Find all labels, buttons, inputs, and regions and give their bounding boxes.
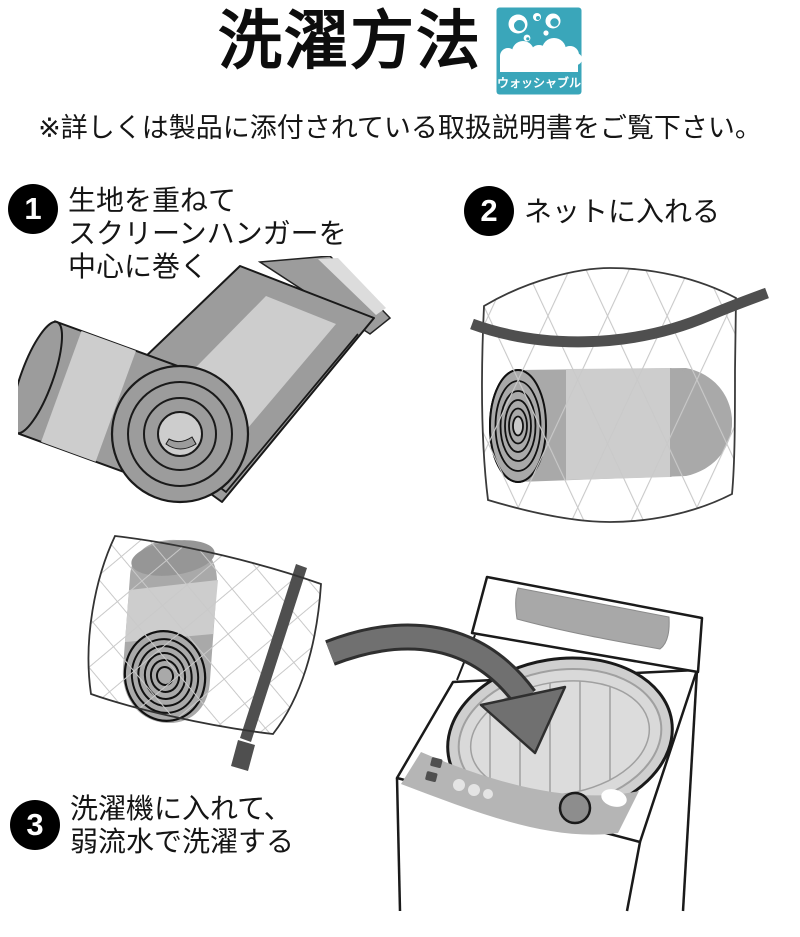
panel-indicator bbox=[453, 779, 465, 791]
panel-indicator bbox=[468, 784, 480, 796]
washable-badge: ウォッシャブル bbox=[496, 7, 582, 100]
machine-control-panel bbox=[401, 752, 639, 835]
step-2-text: ネットに入れる bbox=[524, 195, 720, 228]
step-2-number-badge: 2 bbox=[464, 186, 514, 236]
step-2-illustration bbox=[458, 252, 773, 549]
step-1-number-badge: 1 bbox=[8, 184, 58, 234]
step-3-net-illustration bbox=[55, 528, 370, 785]
step-2-line-1: ネットに入れる bbox=[524, 195, 721, 227]
step-2: 2 ネットに入れる bbox=[464, 186, 720, 236]
panel-button bbox=[430, 757, 443, 768]
step-3-line-1: 洗濯機に入れて、 bbox=[70, 793, 292, 824]
panel-display bbox=[601, 789, 627, 807]
page-title: 洗濯方法 bbox=[218, 5, 482, 77]
step-3-number-badge: 3 bbox=[10, 800, 60, 850]
panel-indicator bbox=[483, 789, 493, 799]
washable-badge-icon: ウォッシャブル bbox=[496, 7, 582, 95]
step-3-text: 洗濯機に入れて、 弱流水で洗濯する bbox=[70, 792, 294, 858]
net-bag-icon bbox=[87, 535, 322, 771]
washing-machine-illustration bbox=[325, 558, 800, 937]
step-1-text: 生地を重ねて スクリーンハンガーを 中心に巻く bbox=[68, 184, 347, 283]
note-text: ※詳しくは製品に添付されている取扱説明書をご覧下さい。 bbox=[38, 113, 762, 143]
step-1-line-3: 中心に巻く bbox=[68, 251, 209, 282]
panel-knob bbox=[558, 791, 592, 825]
laundry-net-icon bbox=[470, 267, 769, 523]
step-3: 3 洗濯機に入れて、 弱流水で洗濯する bbox=[10, 792, 294, 858]
machine-lid bbox=[456, 575, 704, 681]
net-strap bbox=[240, 564, 307, 742]
washing-machine-icon bbox=[325, 575, 704, 912]
arrow-into-machine-icon bbox=[325, 623, 567, 755]
step-1-line-2: スクリーンハンガーを bbox=[68, 218, 347, 249]
panel-button bbox=[425, 771, 438, 782]
step-3-line-2: 弱流水で洗濯する bbox=[70, 826, 295, 857]
header: 洗濯方法 bbox=[0, 0, 800, 100]
net-drawstring bbox=[470, 287, 769, 348]
step-1-line-1: 生地を重ねて bbox=[68, 185, 237, 216]
washable-badge-label: ウォッシャブル bbox=[497, 75, 581, 90]
step-1: 1 生地を重ねて スクリーンハンガーを 中心に巻く bbox=[8, 184, 347, 283]
step-1-illustration bbox=[10, 255, 393, 511]
rolled-screen-icon bbox=[10, 255, 392, 504]
